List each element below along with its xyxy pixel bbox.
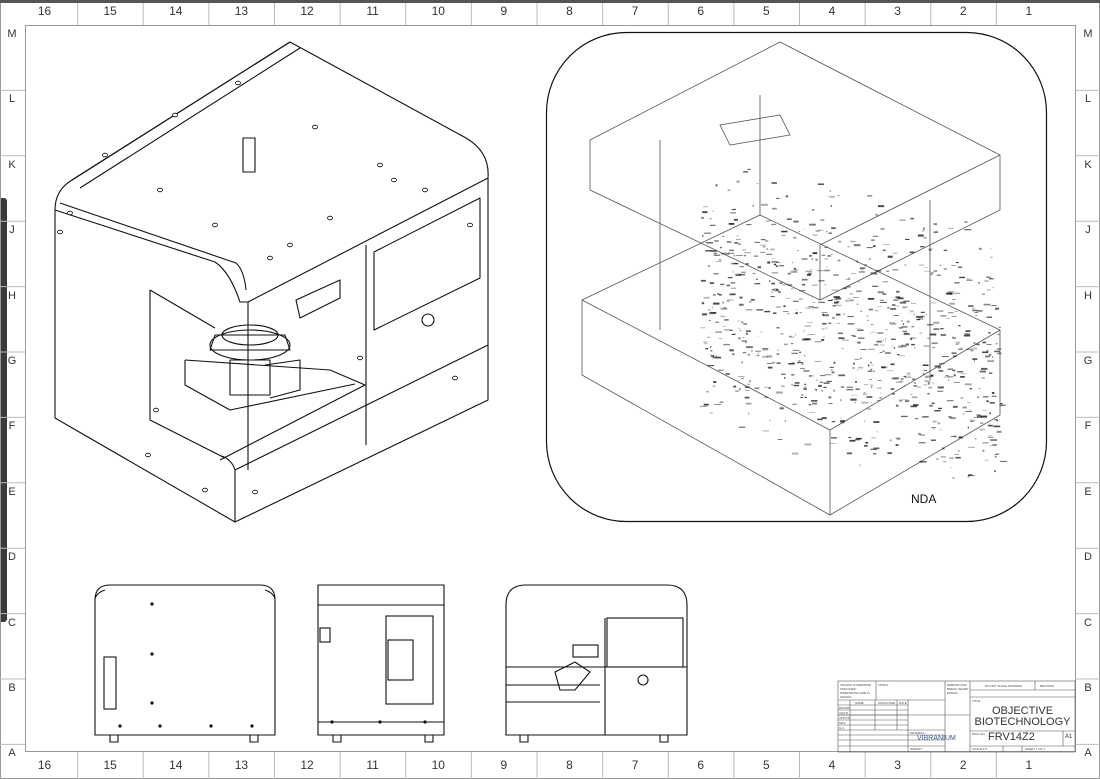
column-label: 9 bbox=[500, 4, 508, 18]
column-label: 14 bbox=[169, 758, 183, 772]
column-label: 1 bbox=[1025, 4, 1033, 18]
row-checked: CHK'D bbox=[839, 711, 849, 715]
isometric-view bbox=[54, 41, 489, 523]
weight-label: WEIGHT: bbox=[910, 747, 923, 751]
row-drawn: DRAWN bbox=[839, 706, 851, 710]
column-label: 8 bbox=[566, 4, 573, 18]
title-block bbox=[837, 680, 1076, 753]
column-label: 15 bbox=[103, 758, 117, 772]
row-label: G bbox=[1083, 355, 1093, 367]
finish-label: FINISH: bbox=[878, 683, 889, 687]
column-label: 7 bbox=[631, 758, 639, 772]
row-label: M bbox=[7, 28, 17, 40]
deburr-label: DEBURR AND BREAK SHARP EDGES bbox=[947, 683, 969, 695]
row-label: E bbox=[8, 485, 16, 498]
scale-label: SCALE:1:5 bbox=[972, 747, 987, 751]
row-label: J bbox=[1085, 224, 1091, 237]
col-signature: SIGNATURE bbox=[878, 701, 896, 705]
scrollbar[interactable] bbox=[0, 198, 7, 622]
row-label: A bbox=[8, 747, 16, 760]
title-label: TITLE: bbox=[972, 699, 982, 703]
row-label: B bbox=[8, 682, 16, 694]
nda-label: NDA bbox=[911, 492, 937, 506]
dwg-no: FRV14Z2 bbox=[988, 731, 1035, 743]
col-date: DATE bbox=[899, 701, 907, 705]
column-label: 2 bbox=[959, 4, 967, 18]
column-label: 2 bbox=[959, 758, 967, 772]
column-label: 3 bbox=[894, 758, 901, 772]
column-label: 9 bbox=[500, 758, 508, 772]
dims-note: UNLESS OTHERWISE SPECIFIED: DIMENSIONS A… bbox=[840, 683, 871, 699]
row-label: M bbox=[1083, 28, 1093, 40]
row-label: L bbox=[8, 93, 16, 106]
title-line2: BIOTECHNOLOGY bbox=[974, 716, 1071, 728]
row-label: H bbox=[8, 289, 16, 302]
column-label: 8 bbox=[566, 758, 573, 772]
row-label: F bbox=[8, 420, 16, 433]
column-label: 5 bbox=[763, 4, 770, 18]
row-label: H bbox=[1084, 289, 1092, 302]
row-label: J bbox=[9, 224, 15, 237]
material-label: MATERIAL: bbox=[910, 731, 926, 735]
row-label: D bbox=[8, 551, 16, 564]
column-label: 4 bbox=[828, 4, 836, 18]
revision-label: REVISION bbox=[1040, 684, 1055, 688]
row-qa: Q.A bbox=[839, 726, 845, 730]
row-label: G bbox=[7, 355, 17, 367]
column-label: 10 bbox=[431, 4, 445, 18]
row-label: B bbox=[1084, 682, 1092, 694]
row-label: E bbox=[1084, 485, 1092, 498]
transparent-view bbox=[545, 31, 1048, 523]
column-label: 13 bbox=[234, 758, 249, 772]
column-label: 12 bbox=[300, 758, 314, 772]
do-not-scale: DO NOT SCALE DRAWING bbox=[985, 684, 1023, 688]
column-label: 11 bbox=[366, 4, 379, 18]
column-label: 7 bbox=[631, 4, 639, 18]
column-label: 6 bbox=[697, 4, 705, 18]
row-label: L bbox=[1084, 93, 1092, 106]
row-label: C bbox=[8, 616, 16, 629]
column-label: 14 bbox=[169, 4, 183, 18]
material-value: VIBRANIUM bbox=[917, 735, 956, 742]
row-label: C bbox=[1084, 616, 1092, 629]
column-label: 13 bbox=[234, 4, 249, 18]
column-label: 12 bbox=[300, 4, 314, 18]
row-label: K bbox=[8, 158, 16, 171]
sheet-size: A1 bbox=[1065, 734, 1073, 740]
dwg-no-label: DWG NO. bbox=[972, 732, 986, 736]
column-label: 10 bbox=[431, 758, 445, 772]
row-label: K bbox=[1084, 158, 1092, 171]
row-label: A bbox=[1084, 747, 1092, 760]
row-approved: APPV'D bbox=[839, 716, 850, 720]
title-line1: OBJECTIVE bbox=[991, 705, 1054, 717]
row-mfg: MFG bbox=[839, 721, 846, 725]
column-label: 1 bbox=[1025, 758, 1033, 772]
column-label: 6 bbox=[697, 758, 705, 772]
row-label: F bbox=[1084, 420, 1092, 433]
sheet-number: SHEET 1 OF 1 bbox=[1025, 747, 1045, 751]
row-label: D bbox=[1084, 551, 1092, 564]
column-label: 15 bbox=[103, 4, 117, 18]
orthographic-views bbox=[94, 584, 688, 743]
column-label: 5 bbox=[763, 758, 770, 772]
column-label: 16 bbox=[37, 758, 52, 772]
column-label: 11 bbox=[366, 758, 379, 772]
column-label: 16 bbox=[37, 4, 52, 18]
column-label: 4 bbox=[828, 758, 836, 772]
column-label: 3 bbox=[894, 4, 901, 18]
col-name: NAME bbox=[855, 701, 864, 705]
